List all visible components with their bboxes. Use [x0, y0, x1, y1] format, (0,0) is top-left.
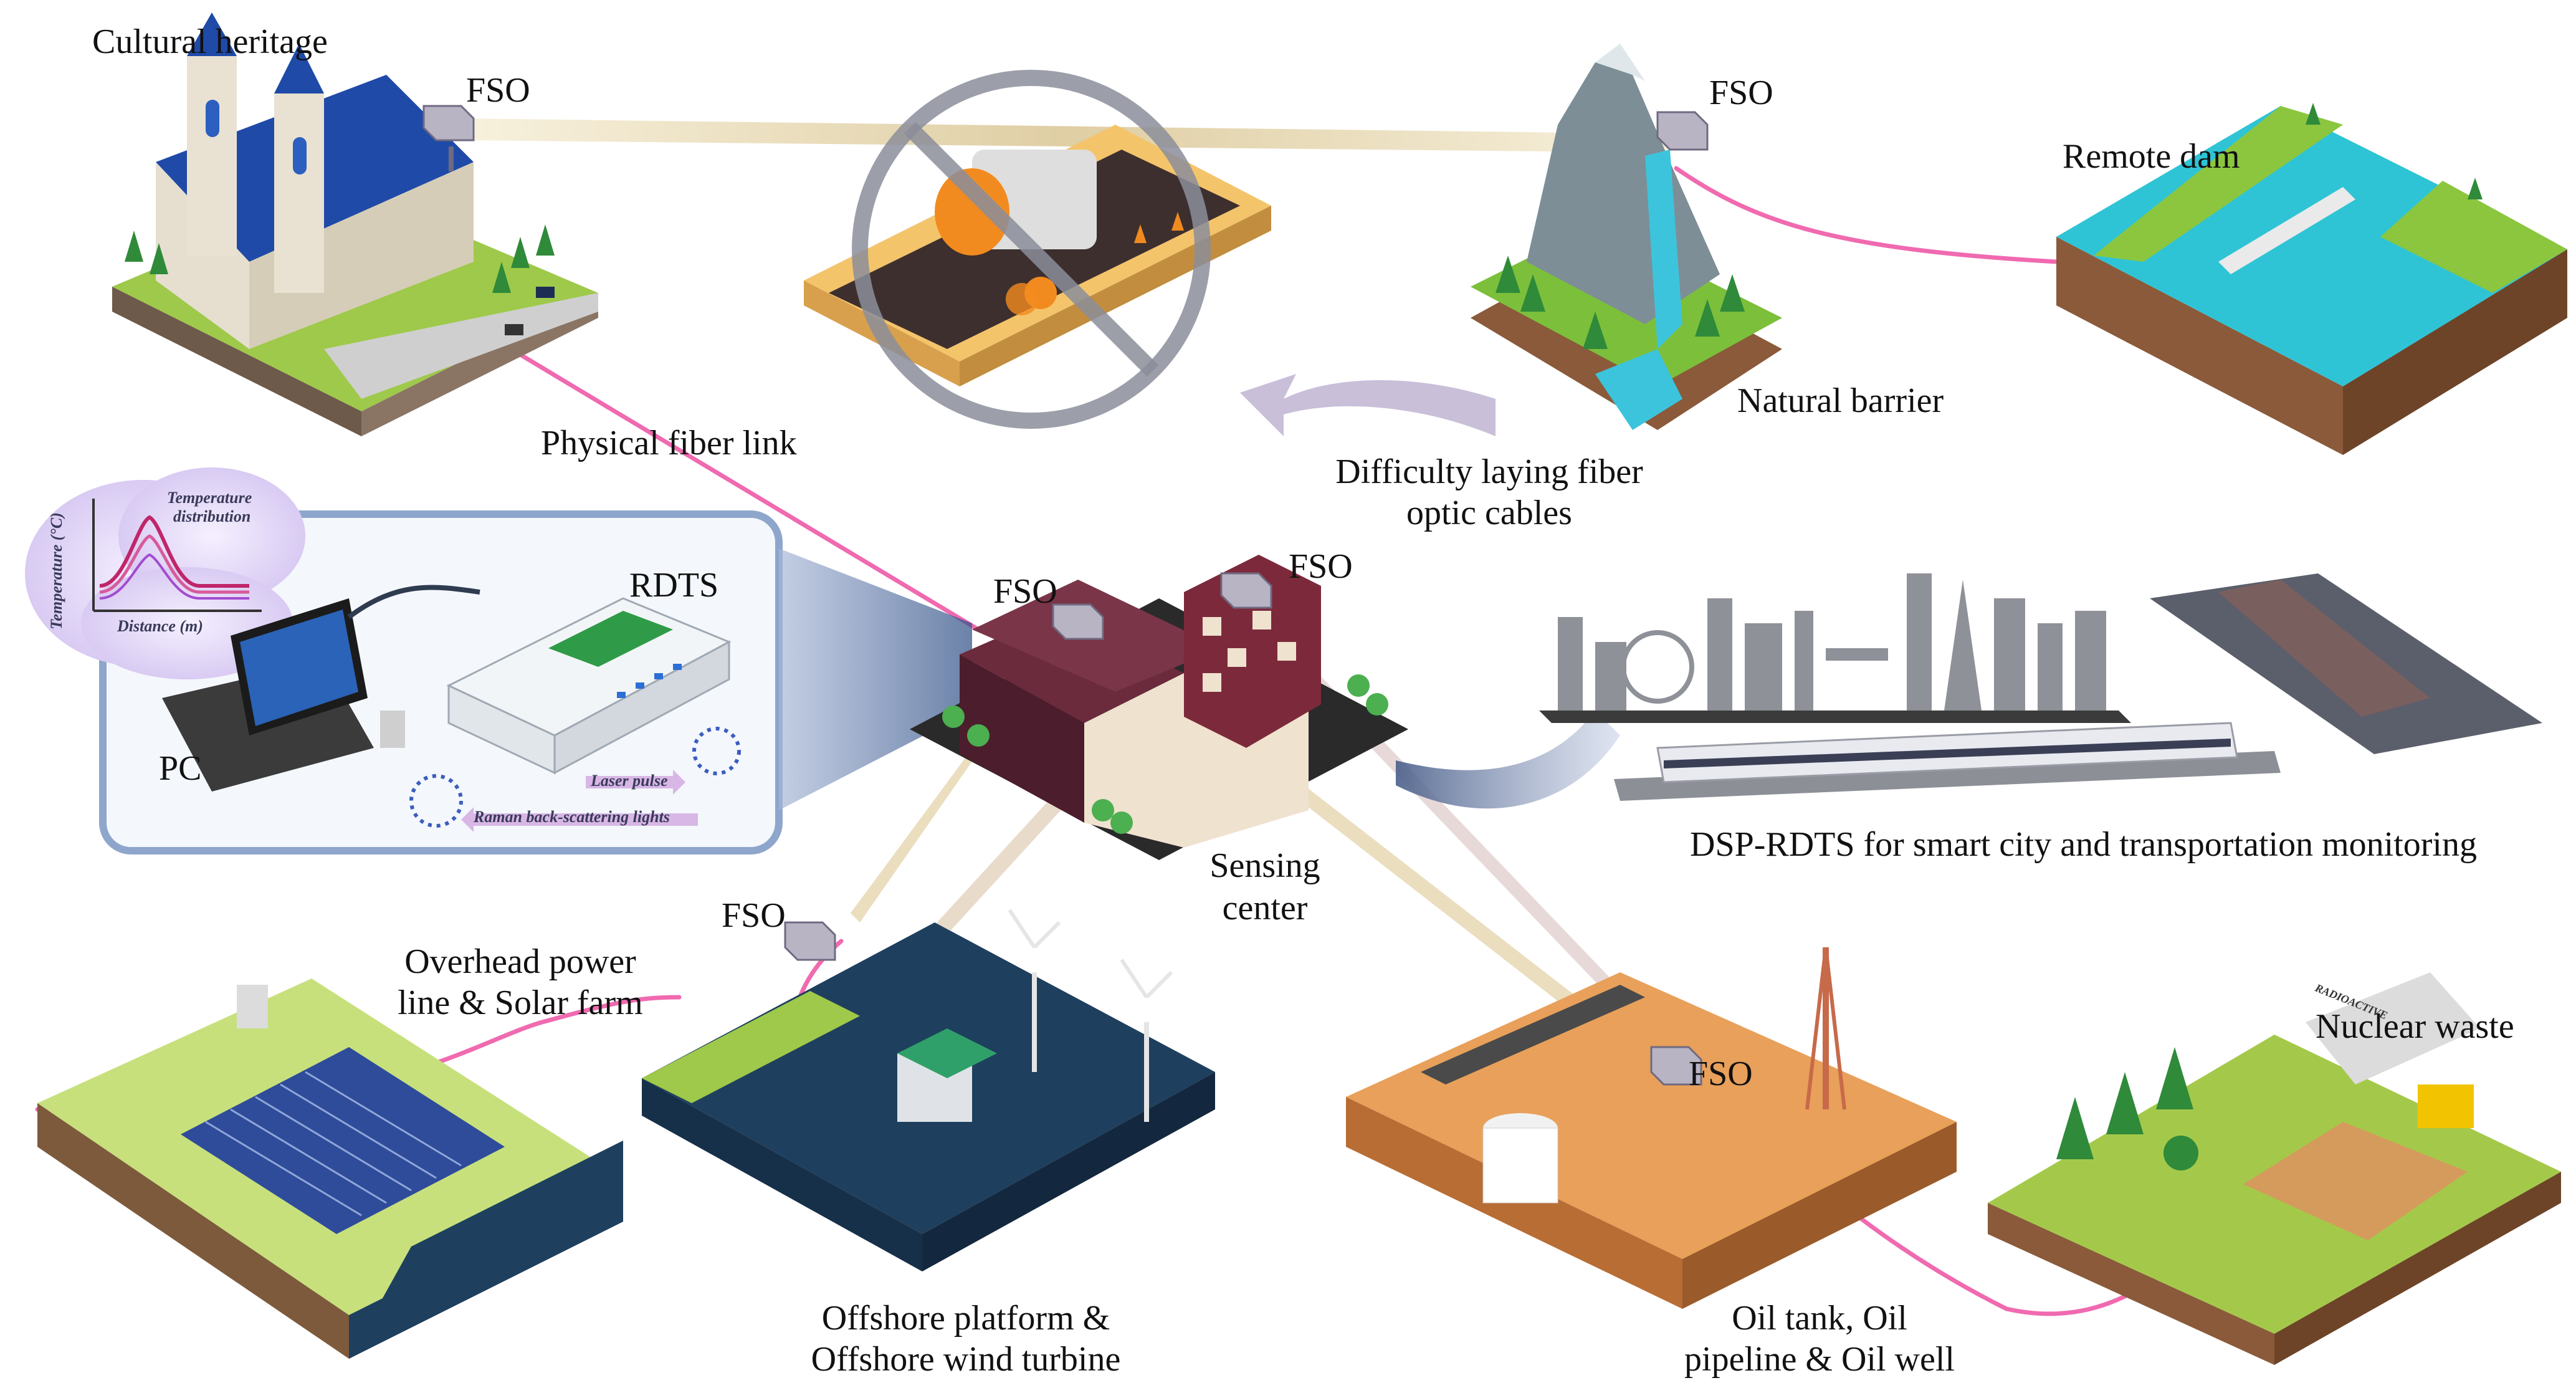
label-rdts: RDTS: [629, 566, 719, 605]
label-sensing-center-2: center: [1222, 889, 1308, 927]
label-remote-dam: Remote dam: [2063, 137, 2240, 176]
dam-scene: [2056, 103, 2567, 455]
oil-scene: [1346, 947, 1957, 1309]
label-oil-2: pipeline & Oil well: [1684, 1340, 1955, 1379]
label-fso-church: FSO: [466, 71, 530, 110]
church-scene: [112, 12, 598, 436]
label-temperature-distribution-2: distribution: [173, 507, 251, 525]
label-smart-city: DSP-RDTS for smart city and transportati…: [1690, 825, 2477, 864]
scatter-spiral-icon: [409, 727, 741, 828]
train-icon: [1614, 722, 2281, 801]
laptop-icon: [162, 585, 480, 792]
label-laser-pulse: Laser pulse: [591, 772, 668, 790]
label-cultural-heritage: Cultural heritage: [92, 22, 328, 61]
label-fso-mountain: FSO: [1709, 74, 1773, 112]
fso-terminal-center-right: [1220, 572, 1272, 609]
nuclear-waste-scene: [1988, 972, 2561, 1365]
raman-arrow-icon: [461, 807, 698, 832]
label-distance-axis: Distance (m): [117, 617, 203, 635]
offshore-scene: [642, 909, 1215, 1271]
label-overhead-2: line & Solar farm: [398, 984, 643, 1022]
laser-pulse-arrow-icon: [586, 770, 685, 795]
label-fso-center-right: FSO: [1289, 547, 1353, 586]
fso-terminal-church: [422, 105, 475, 171]
label-natural-barrier: Natural barrier: [1737, 381, 1944, 420]
label-difficulty-line1: Difficulty laying fiber: [1335, 452, 1643, 491]
label-temperature-axis: Temperature (°C): [47, 512, 65, 629]
aircraft-carrier-icon: [2150, 573, 2542, 754]
label-fso-center-left: FSO: [993, 572, 1057, 611]
label-fso-offshore: FSO: [722, 896, 786, 935]
label-raman: Raman back-scattering lights: [474, 808, 670, 826]
label-pc: PC: [159, 749, 202, 788]
fso-terminal-oil: [1650, 1046, 1702, 1086]
sensing-center-building: [910, 555, 1408, 860]
prohibited-sign-icon: [852, 70, 1211, 429]
label-difficulty-line2: optic cables: [1406, 494, 1572, 532]
city-skyline: [1539, 573, 2131, 723]
fso-beam-church-mountain: [467, 118, 1670, 153]
label-offshore-1: Offshore platform &: [821, 1299, 1110, 1338]
rdts-device-icon: [446, 597, 732, 775]
label-sensing-center-1: Sensing: [1209, 846, 1320, 885]
city-connector: [1396, 711, 1620, 809]
difficulty-arrow-icon: [1240, 374, 1496, 436]
label-oil-1: Oil tank, Oil: [1732, 1299, 1907, 1338]
label-fso-oil: FSO: [1689, 1055, 1753, 1093]
mountain-scene: [1471, 44, 1782, 430]
label-nuclear-waste: Nuclear waste: [2316, 1007, 2514, 1046]
label-physical-fiber-link: Physical fiber link: [541, 424, 797, 462]
label-temperature-distribution-1: Temperature: [167, 489, 252, 507]
fso-terminal-mountain: [1656, 111, 1709, 151]
label-offshore-2: Offshore wind turbine: [811, 1340, 1121, 1379]
fso-terminal-center-left: [1052, 603, 1104, 640]
label-overhead-1: Overhead power: [404, 942, 636, 981]
fso-terminal-offshore: [784, 921, 836, 961]
solar-farm-scene: [37, 979, 623, 1359]
